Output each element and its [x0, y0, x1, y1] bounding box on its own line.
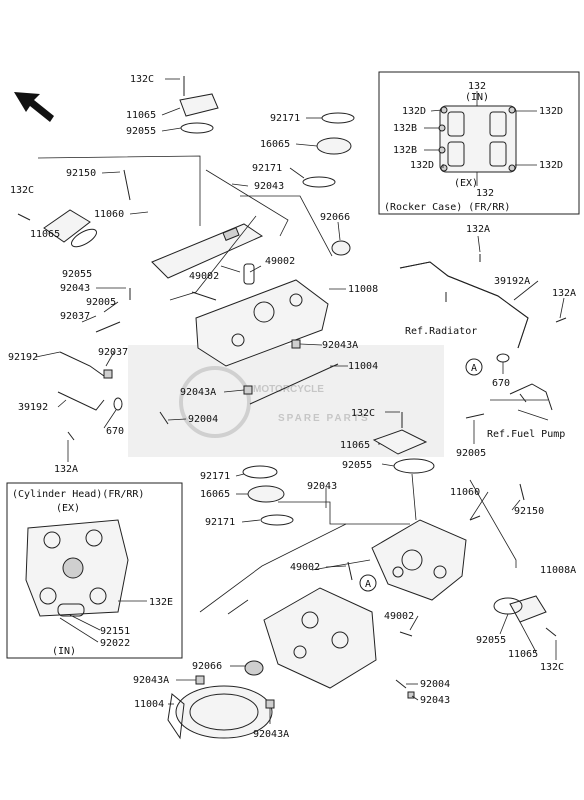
part-label: 11065 — [340, 440, 370, 451]
part-label: 92066 — [320, 212, 350, 223]
part-label: 132A — [466, 224, 490, 235]
watermark-line2: SPARE PARTS — [278, 413, 370, 424]
ref-fuel-pump: Ref.Fuel Pump — [487, 429, 565, 440]
part-label: 132C — [130, 74, 154, 85]
ref-marker-a-top: A — [465, 358, 483, 376]
part-label: 92004 — [188, 414, 218, 425]
part-label: 92043A — [253, 729, 289, 740]
part-label: 92171 — [252, 163, 282, 174]
rocker-label-in: (IN) — [465, 92, 489, 103]
part-label: 92171 — [270, 113, 300, 124]
part-label: 92005 — [86, 297, 116, 308]
cyl-label-92151: 92151 — [100, 626, 130, 637]
part-label: 92150 — [66, 168, 96, 179]
part-label: 92043 — [420, 695, 450, 706]
part-label: 92043 — [60, 283, 90, 294]
cylinder-head-inset: (EX) 132E 92151 92022 (IN) (Cylinder Hea… — [6, 482, 183, 659]
part-label: 92005 — [456, 448, 486, 459]
cyl-label-in: (IN) — [52, 646, 76, 657]
part-label: 132C — [10, 185, 34, 196]
top-head-cover-assembly — [17, 76, 355, 441]
part-label: 39192A — [494, 276, 530, 287]
part-label: 92037 — [60, 311, 90, 322]
watermark-line1: MOTORCYCLE — [253, 384, 324, 395]
part-label: 132A — [552, 288, 576, 299]
part-label: 92004 — [420, 679, 450, 690]
part-label: 11060 — [450, 487, 480, 498]
part-label: 670 — [106, 426, 124, 437]
part-label: 132A — [54, 464, 78, 475]
part-label: 92055 — [342, 460, 372, 471]
part-label: 92171 — [205, 517, 235, 528]
front-arrow-icon — [14, 92, 54, 122]
rocker-caption: (Rocker Case) (FR/RR) — [384, 202, 510, 213]
part-label: 92043 — [307, 481, 337, 492]
rocker-label-132d-br: 132D — [539, 160, 563, 171]
leader-lines — [35, 78, 565, 724]
part-label: 49002 — [189, 271, 219, 282]
part-label: 39192 — [18, 402, 48, 413]
part-label: 16065 — [200, 489, 230, 500]
rocker-label-132b-1: 132B — [393, 123, 417, 134]
lower-head-assembly — [167, 412, 557, 740]
water-pipe-assembly — [399, 254, 567, 421]
part-label: 92055 — [126, 126, 156, 137]
circle-a-label: A — [471, 363, 477, 374]
part-label: 11008A — [540, 565, 576, 576]
rocker-case-inset: 132 (IN) 132D 132D 132B 132B 132D 132D (… — [378, 71, 580, 215]
cyl-label-132e: 132E — [149, 597, 173, 608]
part-label: 670 — [492, 378, 510, 389]
ref-marker-a-bottom: A — [359, 574, 377, 592]
rocker-label-132-bottom: 132 — [476, 188, 494, 199]
part-label: 11065 — [508, 649, 538, 660]
part-label: 11060 — [94, 209, 124, 220]
rocker-label-ex: (EX) — [454, 178, 478, 189]
ref-radiator: Ref.Radiator — [405, 326, 477, 337]
rocker-label-132d-tr: 132D — [539, 106, 563, 117]
part-label: 92043A — [180, 387, 216, 398]
part-label: 49002 — [384, 611, 414, 622]
part-label: 11008 — [348, 284, 378, 295]
part-label: 11065 — [30, 229, 60, 240]
part-label: 49002 — [290, 562, 320, 573]
part-label: 92066 — [192, 661, 222, 672]
cyl-label-ex: (EX) — [56, 503, 80, 514]
part-label: 92192 — [8, 352, 38, 363]
part-label: 92043A — [322, 340, 358, 351]
part-label: 11004 — [348, 361, 378, 372]
part-label: 16065 — [260, 139, 290, 150]
cyl-caption: (Cylinder Head)(FR/RR) — [12, 489, 144, 500]
part-label: 92043A — [133, 675, 169, 686]
part-label: 92150 — [514, 506, 544, 517]
part-label: 92043 — [254, 181, 284, 192]
rocker-label-132b-2: 132B — [393, 145, 417, 156]
circle-a-label: A — [365, 579, 371, 590]
part-label: 132C — [351, 408, 375, 419]
part-label: 132C — [540, 662, 564, 673]
part-label: 11065 — [126, 110, 156, 121]
part-label: 92037 — [98, 347, 128, 358]
part-label: 92171 — [200, 471, 230, 482]
watermark: MOTORCYCLE SPARE PARTS — [128, 345, 444, 457]
part-labels: 132C 11065 92055 92171 16065 92171 92043… — [8, 74, 576, 740]
rocker-label-132d-tl: 132D — [402, 106, 426, 117]
rocker-label-132d-bl: 132D — [410, 160, 434, 171]
rocker-label-132-top: 132 — [468, 81, 486, 92]
cyl-label-92022: 92022 — [100, 638, 130, 649]
part-label: 11004 — [134, 699, 164, 710]
part-label: 49002 — [265, 256, 295, 267]
part-label: 92055 — [62, 269, 92, 280]
part-label: 92055 — [476, 635, 506, 646]
